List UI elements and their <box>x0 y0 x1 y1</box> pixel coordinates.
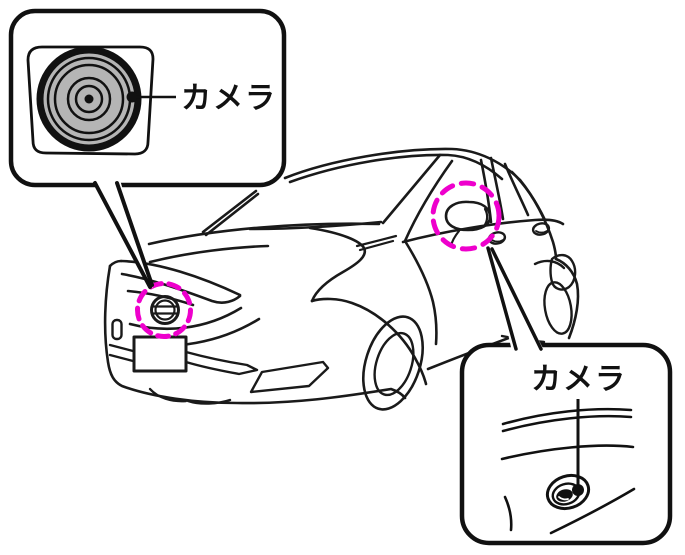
car-wheel-arch-front <box>310 297 428 386</box>
car-bumper-slat <box>184 350 259 376</box>
car-front-wheel <box>362 315 424 411</box>
front-leader-dot <box>126 91 138 103</box>
front-callout-tail-line <box>93 181 152 289</box>
side-mirror-inner-edge <box>482 207 489 228</box>
camera-lens-ring <box>53 63 125 135</box>
camera-housing <box>26 45 155 156</box>
mirror-edge-curve <box>549 487 636 535</box>
car-a-pillar <box>381 153 442 225</box>
car-wiper-line <box>355 234 398 248</box>
car-rear-edge <box>554 257 580 340</box>
car-roof-line <box>283 147 522 182</box>
car-b-pillar <box>489 156 505 221</box>
mirror-edge-curve <box>501 407 633 426</box>
car-door-handle <box>531 222 551 236</box>
car-rear-roof-inner <box>510 170 547 222</box>
side-callout-tail-line <box>486 246 518 351</box>
mirror-edge-curve <box>503 495 513 532</box>
car-fender-curve <box>308 226 367 303</box>
car-c-pillar <box>503 162 530 217</box>
car-far-a-pillar <box>204 192 260 237</box>
front-callout-tail-line <box>115 181 154 287</box>
side-camera-callout: カメラ <box>459 246 673 546</box>
camera-lens-ring <box>74 84 104 114</box>
side-callout-tail-line <box>490 247 543 351</box>
car-door-front-edge <box>403 239 438 346</box>
side-mirror-icon <box>444 200 492 232</box>
car-bumper-outline <box>103 264 407 405</box>
mirror-edge-curve <box>500 444 635 461</box>
car-bumper-slat <box>108 343 135 353</box>
car-a-pillar <box>403 159 454 243</box>
car-roof-inner-line <box>288 153 504 184</box>
car-bumper-corner <box>108 259 123 268</box>
car-door-handle-detail <box>491 239 504 243</box>
car-hood-line <box>147 222 381 246</box>
camera-lens-center <box>84 94 94 104</box>
side-camera-callout-box <box>459 342 673 546</box>
car-bumper-trim <box>249 360 330 394</box>
car-airdam-arc <box>148 387 188 403</box>
mirror-edge-curve <box>501 414 633 433</box>
car-airdam-arc <box>186 398 232 405</box>
car-rear-lamp <box>549 253 577 291</box>
side-camera-lens-glint <box>558 496 569 501</box>
mirror-underside-icon <box>500 407 636 535</box>
car-hood-lower-line <box>148 244 270 264</box>
front-camera-label: カメラ <box>181 82 277 115</box>
side-leader-dot <box>572 484 584 496</box>
front-camera-callout: カメラ <box>8 8 287 289</box>
car-headlight-top <box>119 259 242 297</box>
car-front-wheel-inner <box>373 331 415 397</box>
side-camera-highlight-ring <box>430 180 502 252</box>
car-license-plate <box>132 335 188 373</box>
side-camera-lens <box>545 473 591 511</box>
car-side-reflector <box>111 318 123 341</box>
car-rear-wheel <box>543 281 573 335</box>
car-far-a-pillar <box>201 189 258 234</box>
car-bumper-slat <box>108 353 135 363</box>
front-camera-highlight-ring <box>135 281 193 339</box>
side-camera-label: カメラ <box>531 363 627 396</box>
camera-lens-ring <box>66 76 112 122</box>
camera-lens-icon <box>26 45 155 156</box>
car-wheel-arch-rear <box>533 259 566 270</box>
car-door-handle-detail <box>535 230 548 234</box>
front-emblem-icon <box>150 295 180 325</box>
